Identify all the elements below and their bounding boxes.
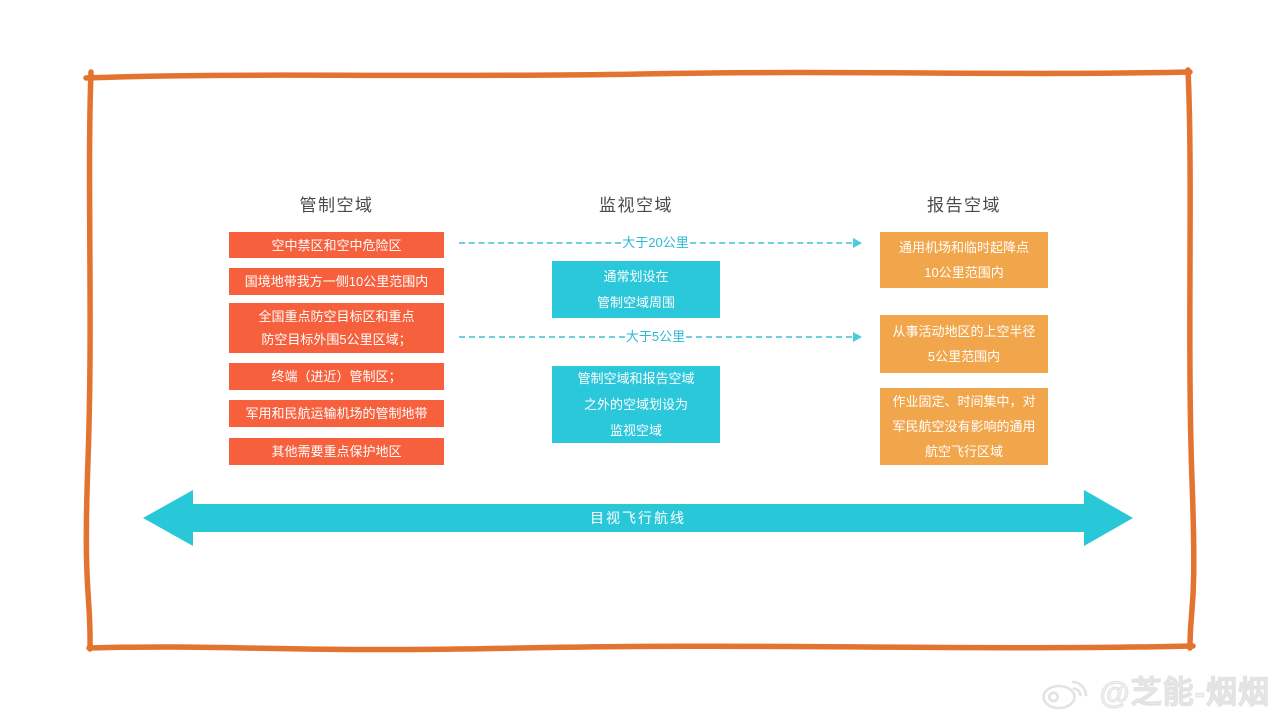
watermark-text: @芝能-烟烟 (1099, 675, 1270, 711)
distance-connector-20km: 大于20公里 (459, 234, 862, 252)
arrowhead-right-icon (853, 238, 862, 248)
column-header-surveillance-airspace: 监视空域 (599, 196, 673, 215)
controlled-airspace-box-2: 国境地带我方一侧10公里范围内 (229, 268, 444, 295)
dashed-line (686, 336, 853, 338)
dashed-line (689, 242, 852, 244)
dashed-line (459, 336, 625, 338)
report-airspace-box-3: 作业固定、时间集中，对 军民航空没有影响的通用 航空飞行区域 (880, 388, 1048, 465)
distance-label: 大于20公里 (622, 235, 689, 250)
dashed-line (459, 242, 622, 244)
controlled-airspace-box-1: 空中禁区和空中危险区 (229, 232, 444, 258)
watermark: @芝能-烟烟 (1039, 667, 1270, 712)
report-airspace-box-1: 通用机场和临时起降点 10公里范围内 (880, 232, 1048, 288)
column-header-controlled-airspace: 管制空域 (299, 196, 374, 215)
controlled-airspace-box-4: 终端（进近）管制区； (229, 363, 444, 390)
controlled-airspace-box-6: 其他需要重点保护地区 (229, 438, 444, 465)
surveillance-airspace-box-1: 通常划设在 管制空域周围 (552, 261, 720, 318)
distance-label: 大于5公里 (625, 329, 686, 344)
double-arrow-label: 目视飞行航线 (590, 510, 686, 526)
arrowhead-right-icon (853, 332, 863, 342)
double-arrow (143, 490, 1133, 546)
report-airspace-box-2: 从事活动地区的上空半径 5公里范围内 (880, 315, 1048, 373)
distance-connector-5km: 大于5公里 (459, 328, 863, 346)
controlled-airspace-box-3: 全国重点防空目标区和重点 防空目标外围5公里区域； (229, 303, 444, 353)
column-header-report-airspace: 报告空域 (927, 196, 1001, 215)
controlled-airspace-box-5: 军用和民航运输机场的管制地带 (229, 400, 444, 427)
weibo-icon (1042, 680, 1088, 709)
surveillance-airspace-box-2: 管制空域和报告空域 之外的空域划设为 监视空域 (552, 366, 720, 443)
